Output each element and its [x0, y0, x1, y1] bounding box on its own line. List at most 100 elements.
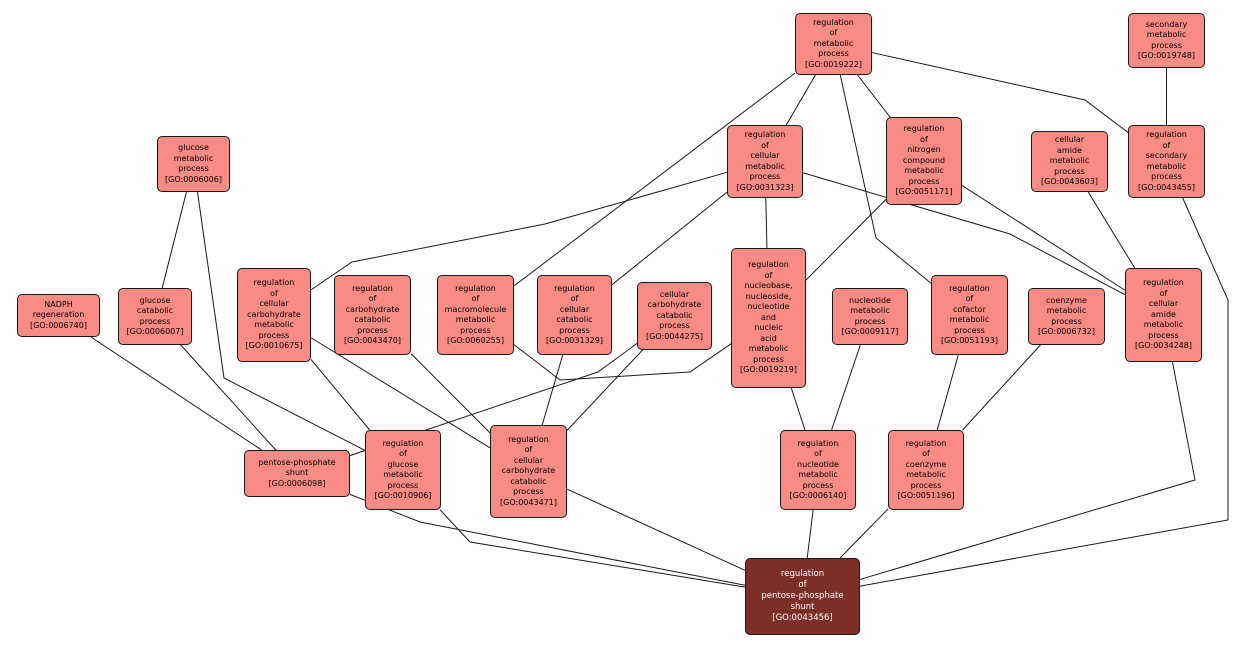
- term-go-id: [GO:0051196]: [897, 491, 955, 500]
- node-GO-0006098[interactable]: pentose-phosphate shunt[GO:0006098]: [244, 450, 350, 497]
- term-go-id: [GO:0051171]: [895, 187, 953, 197]
- term-label: regulation of cellular amide metabolic p…: [1143, 278, 1184, 340]
- term-go-id: [GO:0006140]: [789, 491, 847, 500]
- term-label: regulation of cellular metabolic process: [744, 130, 786, 181]
- edge-GO-0019222-to-GO-0060255: [513, 72, 796, 287]
- edge-GO-0051196-to-GO-0043456: [839, 508, 889, 559]
- node-GO-0043470[interactable]: regulation of carbohydrate catabolic pro…: [334, 275, 411, 355]
- term-label: regulation of cellular carbohydrate meta…: [247, 278, 301, 340]
- node-GO-0006740[interactable]: NADPH regeneration[GO:0006740]: [17, 294, 100, 337]
- term-go-id: [GO:0010675]: [245, 341, 303, 351]
- node-GO-0006732[interactable]: coenzyme metabolic process[GO:0006732]: [1028, 288, 1105, 345]
- term-label: regulation of carbohydrate catabolic pro…: [345, 283, 400, 335]
- term-go-id: [GO:0043456]: [772, 613, 833, 623]
- node-GO-0019222[interactable]: regulation of metabolic process[GO:00192…: [795, 13, 872, 75]
- edge-GO-0031323-to-GO-0034248: [802, 172, 1126, 296]
- term-label: cellular carbohydrate catabolic process: [647, 289, 702, 331]
- term-go-id: [GO:0006007]: [126, 327, 184, 336]
- edge-GO-0010675-to-GO-0043471: [310, 337, 491, 449]
- term-go-id: [GO:0009117]: [841, 327, 899, 336]
- edge-GO-0006140-to-GO-0043456: [806, 509, 814, 559]
- term-go-id: [GO:0010906]: [374, 491, 432, 500]
- term-label: regulation of pentose-phosphate shunt: [761, 569, 844, 612]
- term-go-id: [GO:0043470]: [344, 336, 401, 345]
- node-GO-0010906[interactable]: regulation of glucose metabolic process[…: [365, 430, 441, 510]
- term-label: regulation of nitrogen compound metaboli…: [902, 124, 946, 186]
- edge-GO-0051171-to-GO-0019219: [805, 199, 887, 281]
- term-label: cellular amide metabolic process: [1049, 135, 1090, 176]
- term-go-id: [GO:0006732]: [1038, 327, 1095, 336]
- term-label: coenzyme metabolic process: [1046, 295, 1087, 326]
- term-label: glucose metabolic process: [173, 143, 214, 173]
- edge-GO-0043455-to-GO-0043456: [859, 197, 1229, 587]
- edge-GO-0019219-to-GO-0006140: [790, 387, 806, 431]
- term-go-id: [GO:0044275]: [646, 331, 703, 341]
- node-GO-0019748[interactable]: secondary metabolic process[GO:0019748]: [1128, 13, 1205, 68]
- node-GO-0010675[interactable]: regulation of cellular carbohydrate meta…: [237, 268, 311, 362]
- term-go-id: [GO:0043455]: [1138, 182, 1195, 192]
- node-GO-0034248[interactable]: regulation of cellular amide metabolic p…: [1125, 268, 1202, 362]
- term-go-id: [GO:0019219]: [740, 365, 797, 375]
- node-GO-0006007[interactable]: glucose catabolic process[GO:0006007]: [118, 288, 192, 345]
- edge-GO-0051171-to-GO-0034248: [961, 185, 1126, 291]
- edge-GO-0031323-to-GO-0010675: [310, 171, 728, 291]
- term-go-id: [GO:0031323]: [736, 182, 794, 192]
- edge-GO-0019222-to-GO-0031323: [785, 74, 816, 126]
- edge-GO-0009117-to-GO-0006140: [831, 344, 861, 431]
- term-label: regulation of coenzyme metabolic process: [905, 438, 947, 490]
- edge-GO-0010906-to-GO-0043456: [439, 509, 746, 588]
- node-GO-0006006[interactable]: glucose metabolic process[GO:0006006]: [157, 136, 230, 192]
- term-label: regulation of cofactor metabolic process: [949, 283, 990, 335]
- edge-GO-0006740-to-GO-0006098: [90, 336, 262, 451]
- edge-GO-0034248-to-GO-0043456: [859, 361, 1196, 580]
- edge-GO-0031323-to-GO-0031329: [611, 191, 728, 286]
- edge-GO-0019222-to-GO-0051171: [857, 74, 891, 118]
- edge-GO-0006732-to-GO-0051196: [962, 344, 1041, 431]
- term-label: regulation of cellular carbohydrate cata…: [501, 434, 556, 497]
- node-GO-0043455[interactable]: regulation of secondary metabolic proces…: [1128, 125, 1205, 198]
- node-GO-0044275[interactable]: cellular carbohydrate catabolic process[…: [637, 282, 712, 350]
- term-label: regulation of cellular catabolic process: [554, 283, 595, 335]
- node-GO-0043603[interactable]: cellular amide metabolic process[GO:0043…: [1031, 131, 1108, 192]
- node-GO-0060255[interactable]: regulation of macromolecule metabolic pr…: [437, 275, 514, 355]
- term-label: regulation of secondary metabolic proces…: [1145, 130, 1188, 181]
- node-GO-0043471[interactable]: regulation of cellular carbohydrate cata…: [490, 425, 567, 518]
- node-GO-0043456[interactable]: regulation of pentose-phosphate shunt[GO…: [745, 558, 860, 635]
- term-label: regulation of metabolic process: [813, 17, 854, 59]
- edge-GO-0019222-to-GO-0043455: [871, 52, 1129, 133]
- term-go-id: [GO:0043471]: [500, 497, 557, 507]
- edge-GO-0031329-to-GO-0043471: [541, 354, 564, 426]
- node-GO-0051171[interactable]: regulation of nitrogen compound metaboli…: [886, 117, 962, 205]
- edge-GO-0043471-to-GO-0043456: [566, 488, 746, 571]
- term-go-id: [GO:0051193]: [941, 336, 998, 345]
- term-go-id: [GO:0019748]: [1138, 51, 1195, 60]
- node-GO-0009117[interactable]: nucleotide metabolic process[GO:0009117]: [832, 288, 908, 345]
- term-label: regulation of macromolecule metabolic pr…: [444, 283, 507, 335]
- term-label: pentose-phosphate shunt: [258, 457, 336, 478]
- term-go-id: [GO:0006740]: [30, 320, 87, 330]
- edge-GO-0043603-to-GO-0034248: [1087, 191, 1136, 269]
- node-GO-0051193[interactable]: regulation of cofactor metabolic process…: [931, 275, 1008, 355]
- edge-GO-0006007-to-GO-0006098: [180, 344, 277, 451]
- term-label: NADPH regeneration: [32, 299, 85, 320]
- term-go-id: [GO:0043603]: [1041, 177, 1098, 187]
- edge-GO-0010675-to-GO-0010906: [310, 359, 371, 431]
- term-label: regulation of nucleobase, nucleoside, nu…: [744, 260, 793, 364]
- term-go-id: [GO:0006098]: [268, 478, 326, 488]
- term-label: regulation of glucose metabolic process: [382, 438, 424, 490]
- term-label: regulation of nucleotide metabolic proce…: [797, 438, 839, 490]
- node-GO-0019219[interactable]: regulation of nucleobase, nucleoside, nu…: [731, 248, 806, 388]
- term-go-id: [GO:0006006]: [165, 174, 222, 184]
- node-GO-0031329[interactable]: regulation of cellular catabolic process…: [537, 275, 612, 355]
- node-GO-0051196[interactable]: regulation of coenzyme metabolic process…: [888, 430, 964, 510]
- term-label: secondary metabolic process: [1145, 19, 1188, 50]
- node-GO-0006140[interactable]: regulation of nucleotide metabolic proce…: [780, 430, 856, 510]
- term-label: glucose catabolic process: [136, 295, 174, 326]
- edge-GO-0044275-to-GO-0043471: [566, 349, 643, 431]
- edge-GO-0044275-to-GO-0006098: [349, 343, 638, 457]
- edge-GO-0043470-to-GO-0043471: [410, 353, 491, 434]
- node-GO-0031323[interactable]: regulation of cellular metabolic process…: [727, 125, 803, 198]
- edge-GO-0019222-to-GO-0051193: [839, 74, 932, 284]
- edge-GO-0051193-to-GO-0051196: [936, 354, 959, 431]
